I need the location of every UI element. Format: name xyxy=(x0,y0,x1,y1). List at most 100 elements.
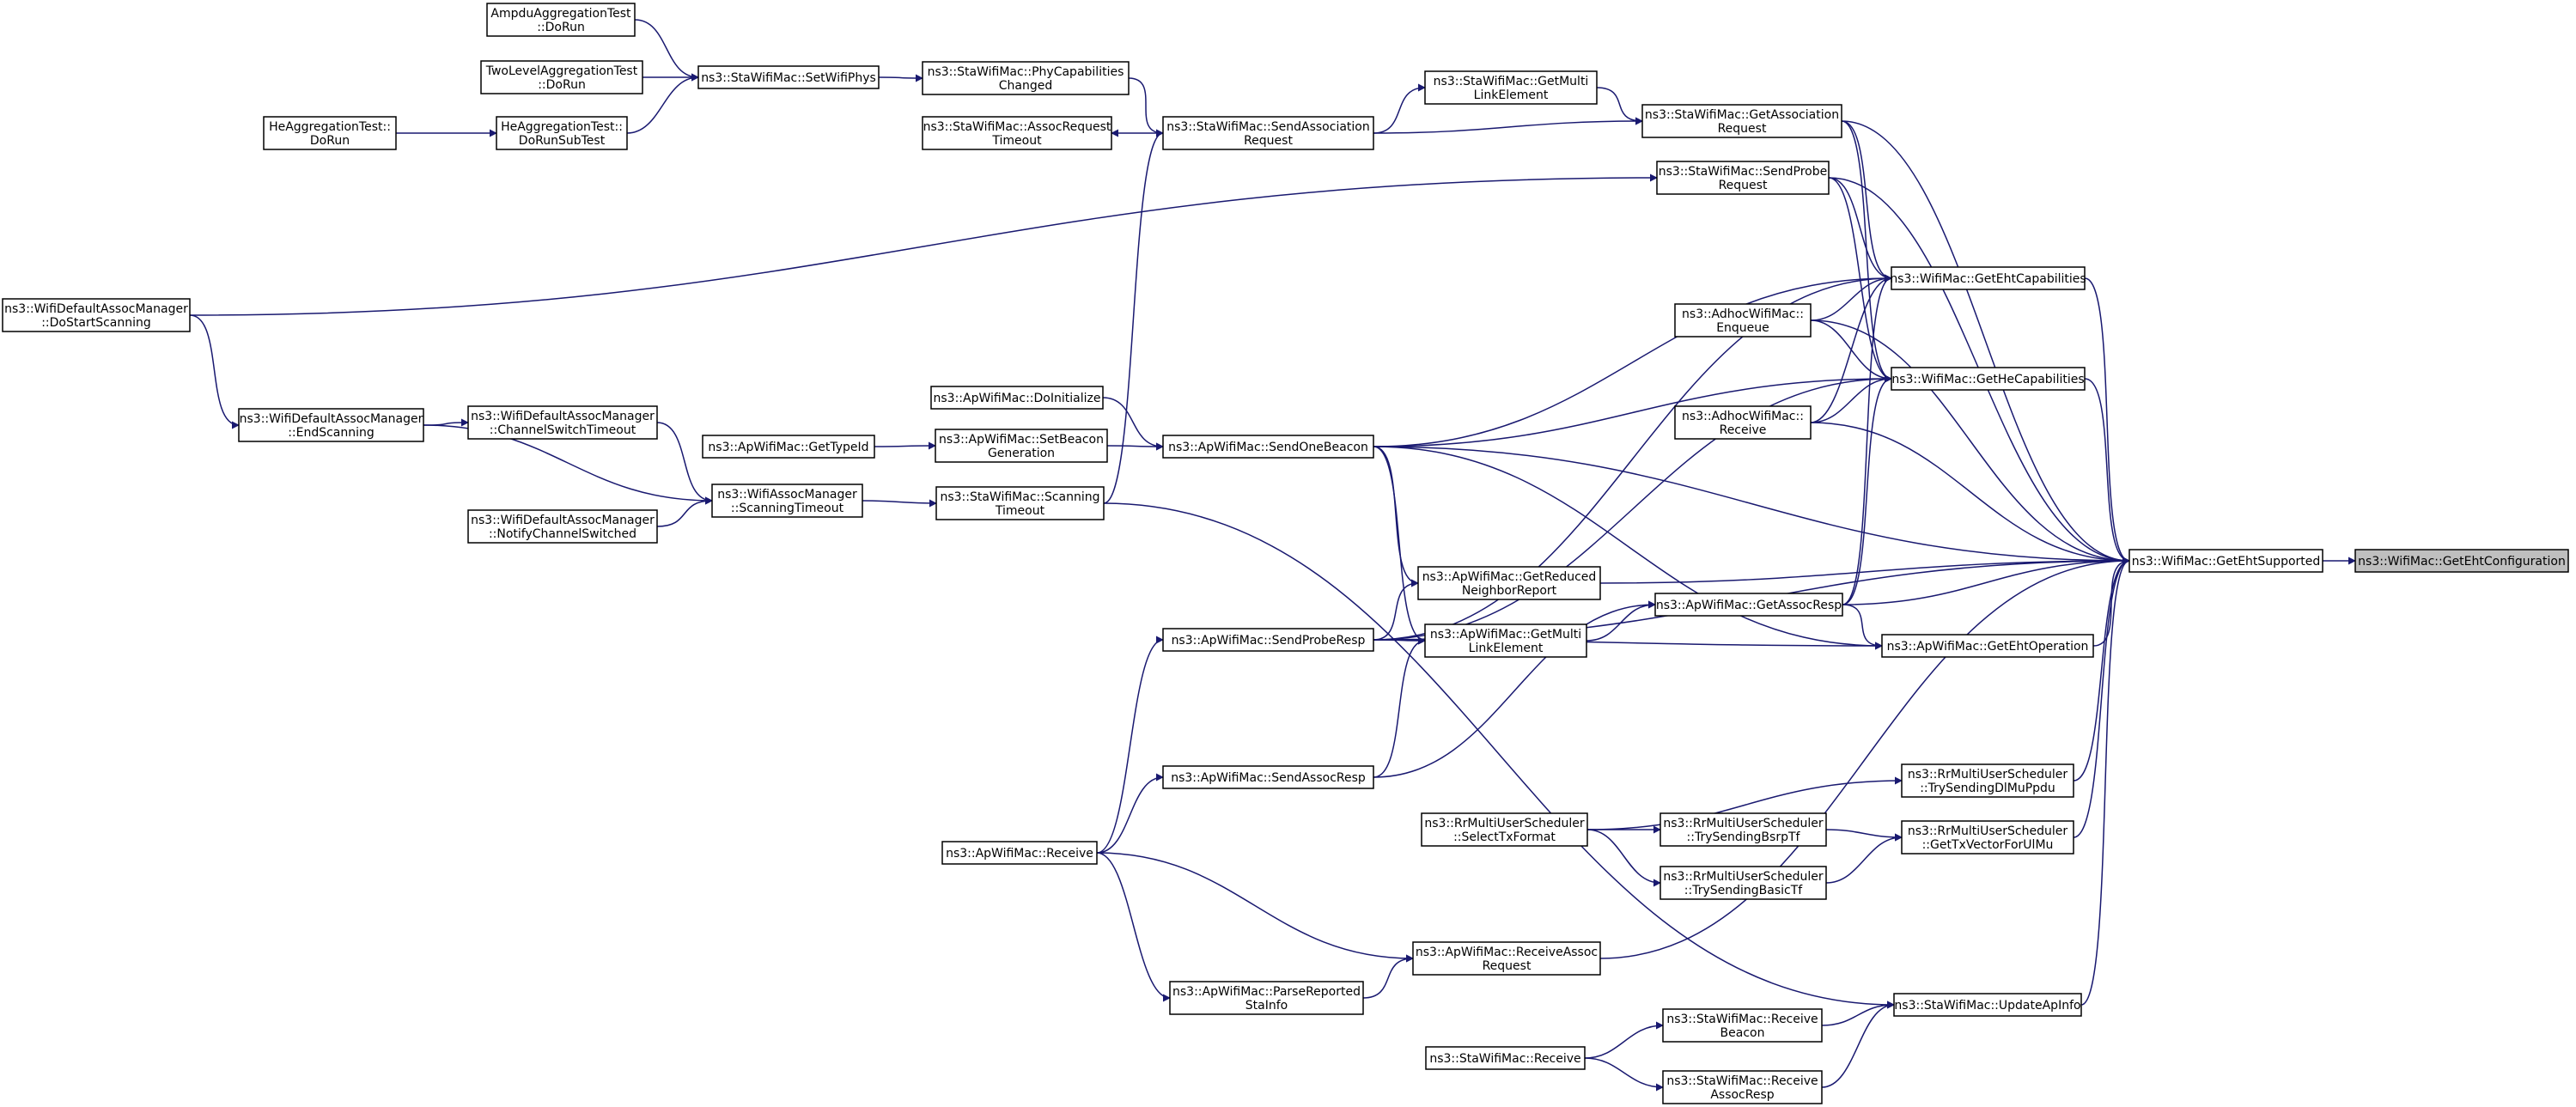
edge-apGetML-to-assocresp xyxy=(1586,600,1656,642)
edge-path xyxy=(1828,177,1892,283)
node-selectTx[interactable]: ns3::RrMultiUserScheduler::SelectTxForma… xyxy=(1421,812,1588,847)
edge-path xyxy=(1842,274,1892,605)
edge-scanTimeoutSta-to-staSendAssoc xyxy=(1103,129,1164,504)
node-endScan[interactable]: ns3::WifiDefaultAssocManager::EndScannin… xyxy=(238,408,424,442)
node-ehtcap[interactable]: ns3::WifiMac::GetEhtCapabilities xyxy=(1890,266,2086,290)
edge-path xyxy=(656,422,713,505)
node-box xyxy=(467,509,658,544)
edge-apRx-to-apRxAssocReq xyxy=(1096,852,1414,963)
edge-path xyxy=(1599,557,2130,959)
node-heRun[interactable]: HeAggregationTest::DoRun xyxy=(263,116,397,150)
edge-path xyxy=(423,418,469,427)
edge-setWifiPhys-to-phyCap xyxy=(878,74,923,82)
node-apSendAssocResp[interactable]: ns3::ApWifiMac::SendAssocResp xyxy=(1162,765,1374,789)
edge-path xyxy=(1373,446,1426,645)
node-adhocRx[interactable]: ns3::AdhocWifiMac::Receive xyxy=(1674,405,1812,440)
edge-path xyxy=(1810,274,1892,321)
node-label-line: ns3::ApWifiMac::GetAssocResp xyxy=(1656,599,1842,612)
edge-path xyxy=(1584,1057,1664,1092)
edge-apParse-to-apRxAssocReq xyxy=(1362,954,1414,999)
node-apSendBeacon[interactable]: ns3::ApWifiMac::SendOneBeacon xyxy=(1162,435,1374,459)
node-box xyxy=(1654,593,1843,617)
edge-trySendBasic-to-getTx xyxy=(1825,833,1903,884)
node-box xyxy=(1424,623,1587,658)
edge-staProbe-to-hecap xyxy=(1828,177,1892,383)
edge-path xyxy=(1584,1021,1664,1059)
node-adhocEnq[interactable]: ns3::AdhocWifiMac::Enqueue xyxy=(1674,303,1812,338)
node-chanSwitchTO[interactable]: ns3::WifiDefaultAssocManager::ChannelSwi… xyxy=(467,405,658,440)
edge-staRx-to-staRxAssocResp xyxy=(1584,1057,1664,1092)
edge-staRxAssocResp-to-updateAp xyxy=(1821,1001,1895,1088)
edge-path xyxy=(1825,829,1903,842)
edge-assocresp-to-ehtop xyxy=(1842,604,1883,650)
node-label-line: ::GetTxVectorForUlMu xyxy=(1922,838,2054,852)
node-updateAp[interactable]: ns3::StaWifiMac::UpdateApInfo xyxy=(1893,993,2082,1017)
node-label-line: LinkElement xyxy=(1474,88,1549,102)
node-setWifiPhys[interactable]: ns3::StaWifiMac::SetWifiPhys xyxy=(697,65,880,89)
node-hecap[interactable]: ns3::WifiMac::GetHeCapabilities xyxy=(1891,367,2086,391)
edge-path xyxy=(1841,120,1892,283)
node-box xyxy=(2354,549,2569,573)
node-apInit[interactable]: ns3::ApWifiMac::DoInitialize xyxy=(930,386,1104,410)
node-notifyChan[interactable]: ns3::WifiDefaultAssocManager::NotifyChan… xyxy=(467,509,658,544)
node-wamScan[interactable]: ns3::WifiAssocManager::ScanningTimeout xyxy=(711,484,863,518)
node-label-line: ::ChannelSwitchTimeout xyxy=(490,423,636,437)
edge-path xyxy=(1373,636,1426,645)
edge-staAssocReq-to-ehtcap xyxy=(1841,120,1892,283)
node-heSub[interactable]: HeAggregationTest::DoRunSubTest xyxy=(496,116,628,150)
node-getTypeId[interactable]: ns3::ApWifiMac::GetTypeId xyxy=(702,435,875,459)
node-label-line: ns3::WifiMac::GetEhtConfiguration xyxy=(2358,555,2566,569)
edge-apInit-to-apSendBeacon xyxy=(1102,397,1164,451)
node-doStartScan[interactable]: ns3::WifiDefaultAssocManager::DoStartSca… xyxy=(2,298,191,332)
node-ampdu[interactable]: AmpduAggregationTest::DoRun xyxy=(486,3,636,37)
edge-apProbeResp-to-ehtcap xyxy=(1373,274,1892,641)
edge-updateAp-to-ehtsup xyxy=(2080,557,2130,1006)
edge-path xyxy=(1373,579,1419,641)
edge-apProbeResp-to-apGetML xyxy=(1373,636,1426,645)
node-label-line: ::TrySendingDlMuPpdu xyxy=(1920,782,2055,795)
node-label-line: ns3::ApWifiMac::ReceiveAssoc xyxy=(1416,946,1598,959)
node-box xyxy=(941,841,1098,865)
node-apProbeResp[interactable]: ns3::ApWifiMac::SendProbeResp xyxy=(1162,628,1374,652)
edge-path xyxy=(1096,852,1414,963)
edge-wamScan-to-scanTimeoutSta xyxy=(862,499,937,508)
node-trySendBasic[interactable]: ns3::RrMultiUserScheduler::TrySendingBas… xyxy=(1659,866,1827,900)
node-root[interactable]: ns3::WifiMac::GetEhtConfiguration xyxy=(2354,549,2569,573)
node-ehtop[interactable]: ns3::ApWifiMac::GetEhtOperation xyxy=(1881,634,2094,658)
node-getTx[interactable]: ns3::RrMultiUserScheduler::GetTxVectorFo… xyxy=(1901,820,2074,855)
node-tryDl[interactable]: ns3::RrMultiUserScheduler::TrySendingDlM… xyxy=(1901,763,2074,798)
node-label-line: ::DoRun xyxy=(537,21,585,34)
node-trySendBsrp[interactable]: ns3::RrMultiUserScheduler::TrySendingBsr… xyxy=(1659,812,1827,847)
edge-path xyxy=(1106,442,1164,451)
node-box xyxy=(1674,303,1812,338)
node-scanTimeoutSta[interactable]: ns3::StaWifiMac::ScanningTimeout xyxy=(935,486,1105,520)
edge-path xyxy=(1586,829,1661,887)
node-label-line: ns3::ApWifiMac::SetBeacon xyxy=(939,433,1104,447)
node-twolevel[interactable]: TwoLevelAggregationTest::DoRun xyxy=(480,60,643,94)
node-ehtsup[interactable]: ns3::WifiMac::GetEhtSupported xyxy=(2128,549,2323,573)
edge-path xyxy=(189,173,1658,316)
edge-chanSwitchTO-to-wamScan xyxy=(656,422,713,505)
edge-path xyxy=(862,499,937,508)
node-label-line: ns3::RrMultiUserScheduler xyxy=(1663,870,1823,884)
node-apRx[interactable]: ns3::ApWifiMac::Receive xyxy=(941,841,1098,865)
edge-adhocEnq-to-hecap xyxy=(1810,319,1892,383)
edge-assocresp-to-ehtcap xyxy=(1842,274,1892,605)
node-staRx[interactable]: ns3::StaWifiMac::Receive xyxy=(1425,1046,1586,1070)
node-label-line: Request xyxy=(1719,179,1768,192)
node-assocresp[interactable]: ns3::ApWifiMac::GetAssocResp xyxy=(1654,593,1843,617)
